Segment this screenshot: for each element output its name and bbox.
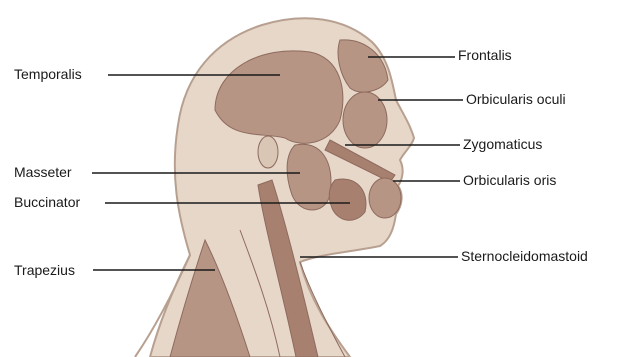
label-orbicularis-oculi: Orbicularis oculi	[466, 91, 566, 107]
orbicularis-oris-muscle	[369, 178, 401, 218]
label-trapezius: Trapezius	[14, 262, 75, 278]
label-masseter: Masseter	[14, 164, 72, 180]
label-buccinator: Buccinator	[14, 194, 80, 210]
label-temporalis: Temporalis	[14, 66, 82, 82]
label-sternocleidomastoid: Sternocleidomastoid	[461, 248, 588, 264]
label-zygomaticus: Zygomaticus	[463, 136, 542, 152]
ear	[258, 136, 278, 168]
label-frontalis: Frontalis	[458, 47, 512, 63]
label-orbicularis-oris: Orbicularis oris	[463, 172, 556, 188]
